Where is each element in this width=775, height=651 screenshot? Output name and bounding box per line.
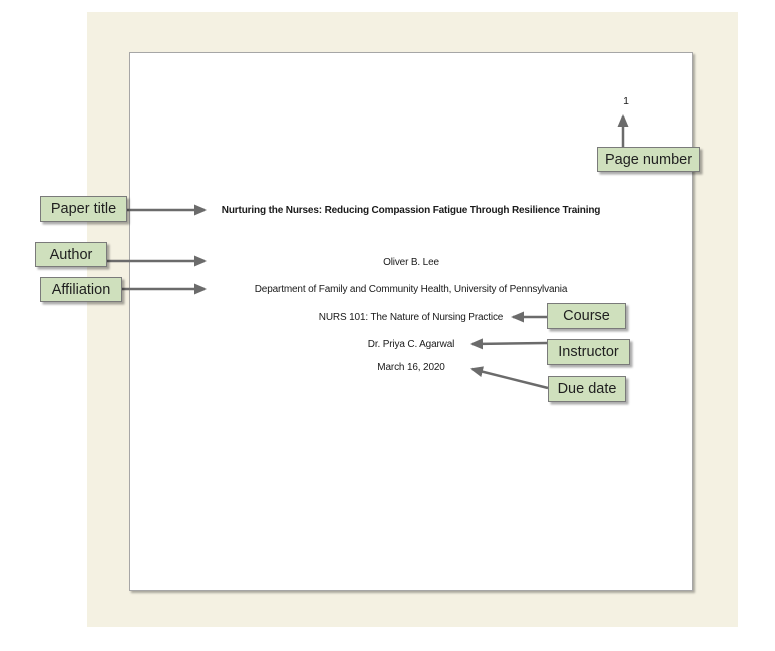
author-label-text: Author: [49, 246, 93, 263]
page-number-label: Page number: [597, 147, 700, 172]
affiliation-text: Department of Family and Community Healt…: [254, 284, 568, 295]
course-text: NURS 101: The Nature of Nursing Practice: [318, 312, 504, 323]
paper-title-text: Nurturing the Nurses: Reducing Compassio…: [221, 205, 601, 216]
author-text: Oliver B. Lee: [383, 257, 439, 268]
instructor-label-text: Instructor: [558, 344, 619, 360]
affiliation-label: Affiliation: [40, 277, 122, 302]
due-date-text: March 16, 2020: [377, 362, 445, 373]
page-number-value: 1: [623, 95, 629, 107]
paper-title-label: Paper title: [40, 196, 127, 222]
paper-title-label-text: Paper title: [50, 201, 117, 217]
instructor-text: Dr. Priya C. Agarwal: [367, 339, 455, 350]
due-date-label-text: Due date: [557, 381, 617, 397]
page-number-label-text: Page number: [604, 151, 693, 168]
instructor-label: Instructor: [547, 339, 630, 365]
due-date-label: Due date: [548, 376, 626, 402]
course-label: Course: [547, 303, 626, 329]
affiliation-label-text: Affiliation: [51, 281, 111, 298]
author-label: Author: [35, 242, 107, 267]
course-label-text: Course: [563, 308, 610, 324]
